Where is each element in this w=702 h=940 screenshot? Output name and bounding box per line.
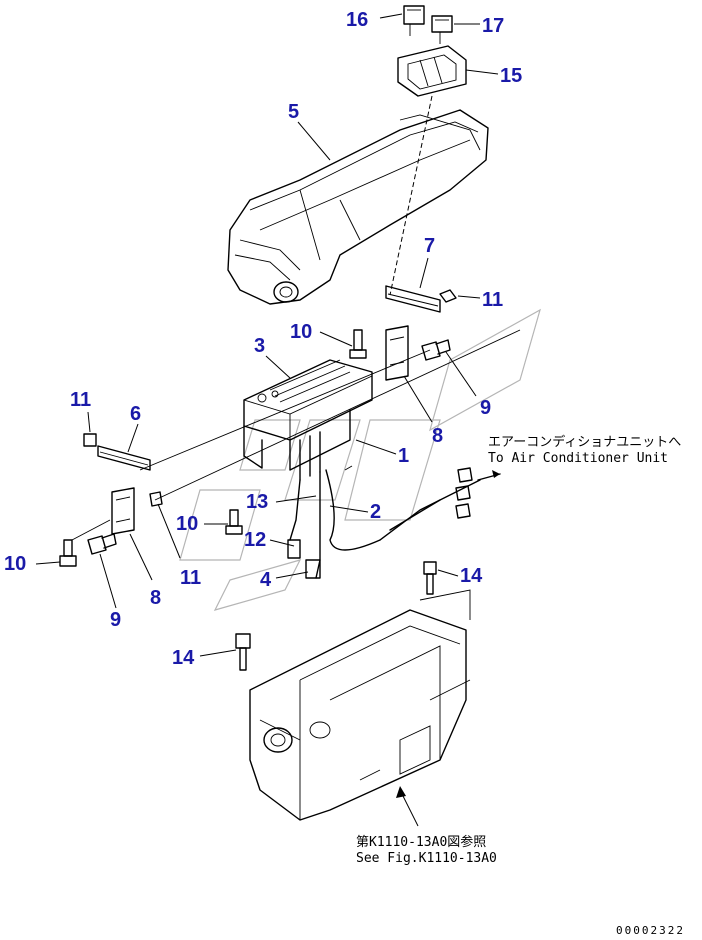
fig-ref-arrowhead [396, 786, 406, 798]
switch-part-17 [431, 15, 453, 44]
bracket-part-7 [385, 285, 441, 313]
callout-13: 13 [246, 491, 268, 513]
callout-17: 17 [482, 15, 504, 37]
callout-10-middle: 10 [176, 513, 198, 535]
guide-line-left [71, 519, 111, 541]
clip-part-11-left-lower [149, 491, 163, 507]
callout-8-right: 8 [432, 425, 443, 447]
console-cover-part-5 [227, 109, 489, 305]
clip-part-11-right [439, 289, 457, 303]
base-frame [249, 589, 471, 821]
callout-1: 1 [398, 445, 409, 467]
aircon-note-jp: エアーコンディショナユニットへ [488, 434, 681, 450]
leader-lines [35, 13, 499, 657]
guide-line-2 [139, 349, 431, 471]
bolt-part-10-middle [225, 509, 243, 535]
bracket-part-8-left [111, 487, 135, 535]
clip-part-11-left-upper [83, 433, 97, 447]
callout-labels: 16 17 15 5 7 11 10 3 9 8 1 11 6 13 2 10 … [4, 9, 522, 669]
bracket-part-8-right [385, 325, 409, 381]
fig-ref-note-jp: 第K1110-13A0図参照 [356, 834, 486, 850]
aircon-note-en: To Air Conditioner Unit [488, 451, 668, 466]
callout-12: 12 [244, 529, 266, 551]
fig-ref-note-en: See Fig.K1110-13A0 [356, 851, 497, 866]
callout-16: 16 [346, 9, 368, 31]
callout-11-right: 11 [482, 289, 503, 311]
callout-3: 3 [254, 335, 265, 357]
callout-15: 15 [500, 65, 522, 87]
callout-2: 2 [370, 501, 381, 523]
bolt-part-9-right [421, 339, 451, 361]
callout-11-left-upper: 11 [70, 389, 91, 411]
callout-9-right: 9 [480, 397, 491, 419]
callout-10-upper: 10 [290, 321, 312, 343]
bolt-part-14-right [423, 561, 437, 595]
guide-line-1 [154, 329, 521, 501]
callout-6: 6 [130, 403, 141, 425]
switch-part-16 [403, 5, 425, 36]
callout-11-left-lower: 11 [180, 567, 201, 589]
bolt-part-9-left [87, 533, 117, 555]
watermark-logo [179, 308, 541, 611]
document-number: 00002322 [616, 924, 685, 937]
callout-14-left: 14 [172, 647, 195, 669]
callout-4: 4 [260, 569, 272, 591]
control-panel-part-3 [243, 359, 373, 481]
bracket-part-6-left [97, 445, 151, 471]
ac-connectors [455, 467, 501, 519]
wiring-harness [287, 465, 481, 579]
callout-5: 5 [288, 101, 299, 123]
bolt-part-14-left [235, 633, 251, 671]
callout-10-left: 10 [4, 553, 26, 575]
bolt-part-10-left [59, 539, 77, 567]
bolt-part-10-upper [349, 329, 367, 359]
callout-8-left: 8 [150, 587, 161, 609]
callout-9-left: 9 [110, 609, 121, 631]
switch-panel-part-15 [397, 45, 467, 97]
callout-7: 7 [424, 235, 435, 257]
assembly-guide-line [389, 95, 433, 296]
callout-14-right: 14 [460, 565, 483, 587]
